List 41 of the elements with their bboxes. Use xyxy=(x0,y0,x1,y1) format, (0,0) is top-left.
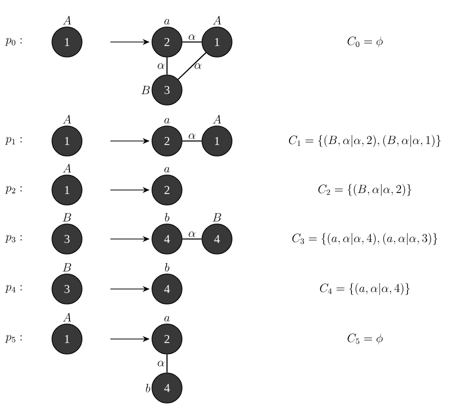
edge-line xyxy=(166,57,168,75)
vertex-label: $B$ xyxy=(62,213,72,222)
row-label: $p_4:$ xyxy=(5,285,22,293)
vertex-label: $A$ xyxy=(63,312,72,322)
vertex-label: $B$ xyxy=(62,263,72,272)
vertex-label: $a$ xyxy=(164,118,170,124)
constraint-formula: $C_2=\{(B,\alpha|\alpha,2)\}$ xyxy=(318,184,412,196)
edge-line xyxy=(182,238,202,240)
row-label: $p_1:$ xyxy=(5,137,22,145)
vertex-label: $b$ xyxy=(165,213,170,222)
row-label: $p_5:$ xyxy=(5,335,22,343)
edge-line xyxy=(166,354,168,373)
constraint-formula: $C_1=\{(B,\alpha|\alpha,2),(B,\alpha|\alpha,1)\}$ xyxy=(288,135,441,148)
row-label: $p_2:$ xyxy=(5,186,22,194)
edge-line xyxy=(182,41,202,43)
vertex-label: $b$ xyxy=(146,384,150,392)
row-label: $p_0:$ xyxy=(5,38,22,46)
constraint-formula: $C_5=\phi$ xyxy=(348,334,383,344)
constraint-formula: $C_0=\phi$ xyxy=(348,36,383,48)
vertex-label: $a$ xyxy=(164,19,170,25)
edge-line xyxy=(178,52,206,80)
vertex-label: $B$ xyxy=(212,213,222,222)
vertex-label: $a$ xyxy=(164,167,170,173)
edge-line xyxy=(182,140,202,142)
vertex-label: $A$ xyxy=(63,164,72,172)
vertex-label: $a$ xyxy=(164,316,170,322)
vertex-label: $A$ xyxy=(213,16,222,24)
constraint-formula: $C_4=\{(a,\alpha|\alpha,4)\}$ xyxy=(320,283,410,296)
vertex-label: $A$ xyxy=(63,114,72,124)
vertex-label: $b$ xyxy=(165,263,170,272)
edge-label: $\alpha$ xyxy=(188,134,196,139)
edge-label: $\alpha$ xyxy=(194,63,202,69)
vertex-label: $B$ xyxy=(141,86,150,94)
row-label: $p_3:$ xyxy=(5,235,22,243)
edge-label: $\alpha$ xyxy=(188,232,196,237)
edge-label: $\alpha$ xyxy=(158,360,164,366)
edge-label: $\alpha$ xyxy=(158,63,164,69)
vertex-label: $A$ xyxy=(213,114,222,124)
edge-label: $\alpha$ xyxy=(188,34,196,40)
constraint-formula: $C_3=\{(a,\alpha|\alpha,4),(a,\alpha|\alpha,3)\}$ xyxy=(292,233,438,246)
vertex-label: $A$ xyxy=(63,16,72,24)
